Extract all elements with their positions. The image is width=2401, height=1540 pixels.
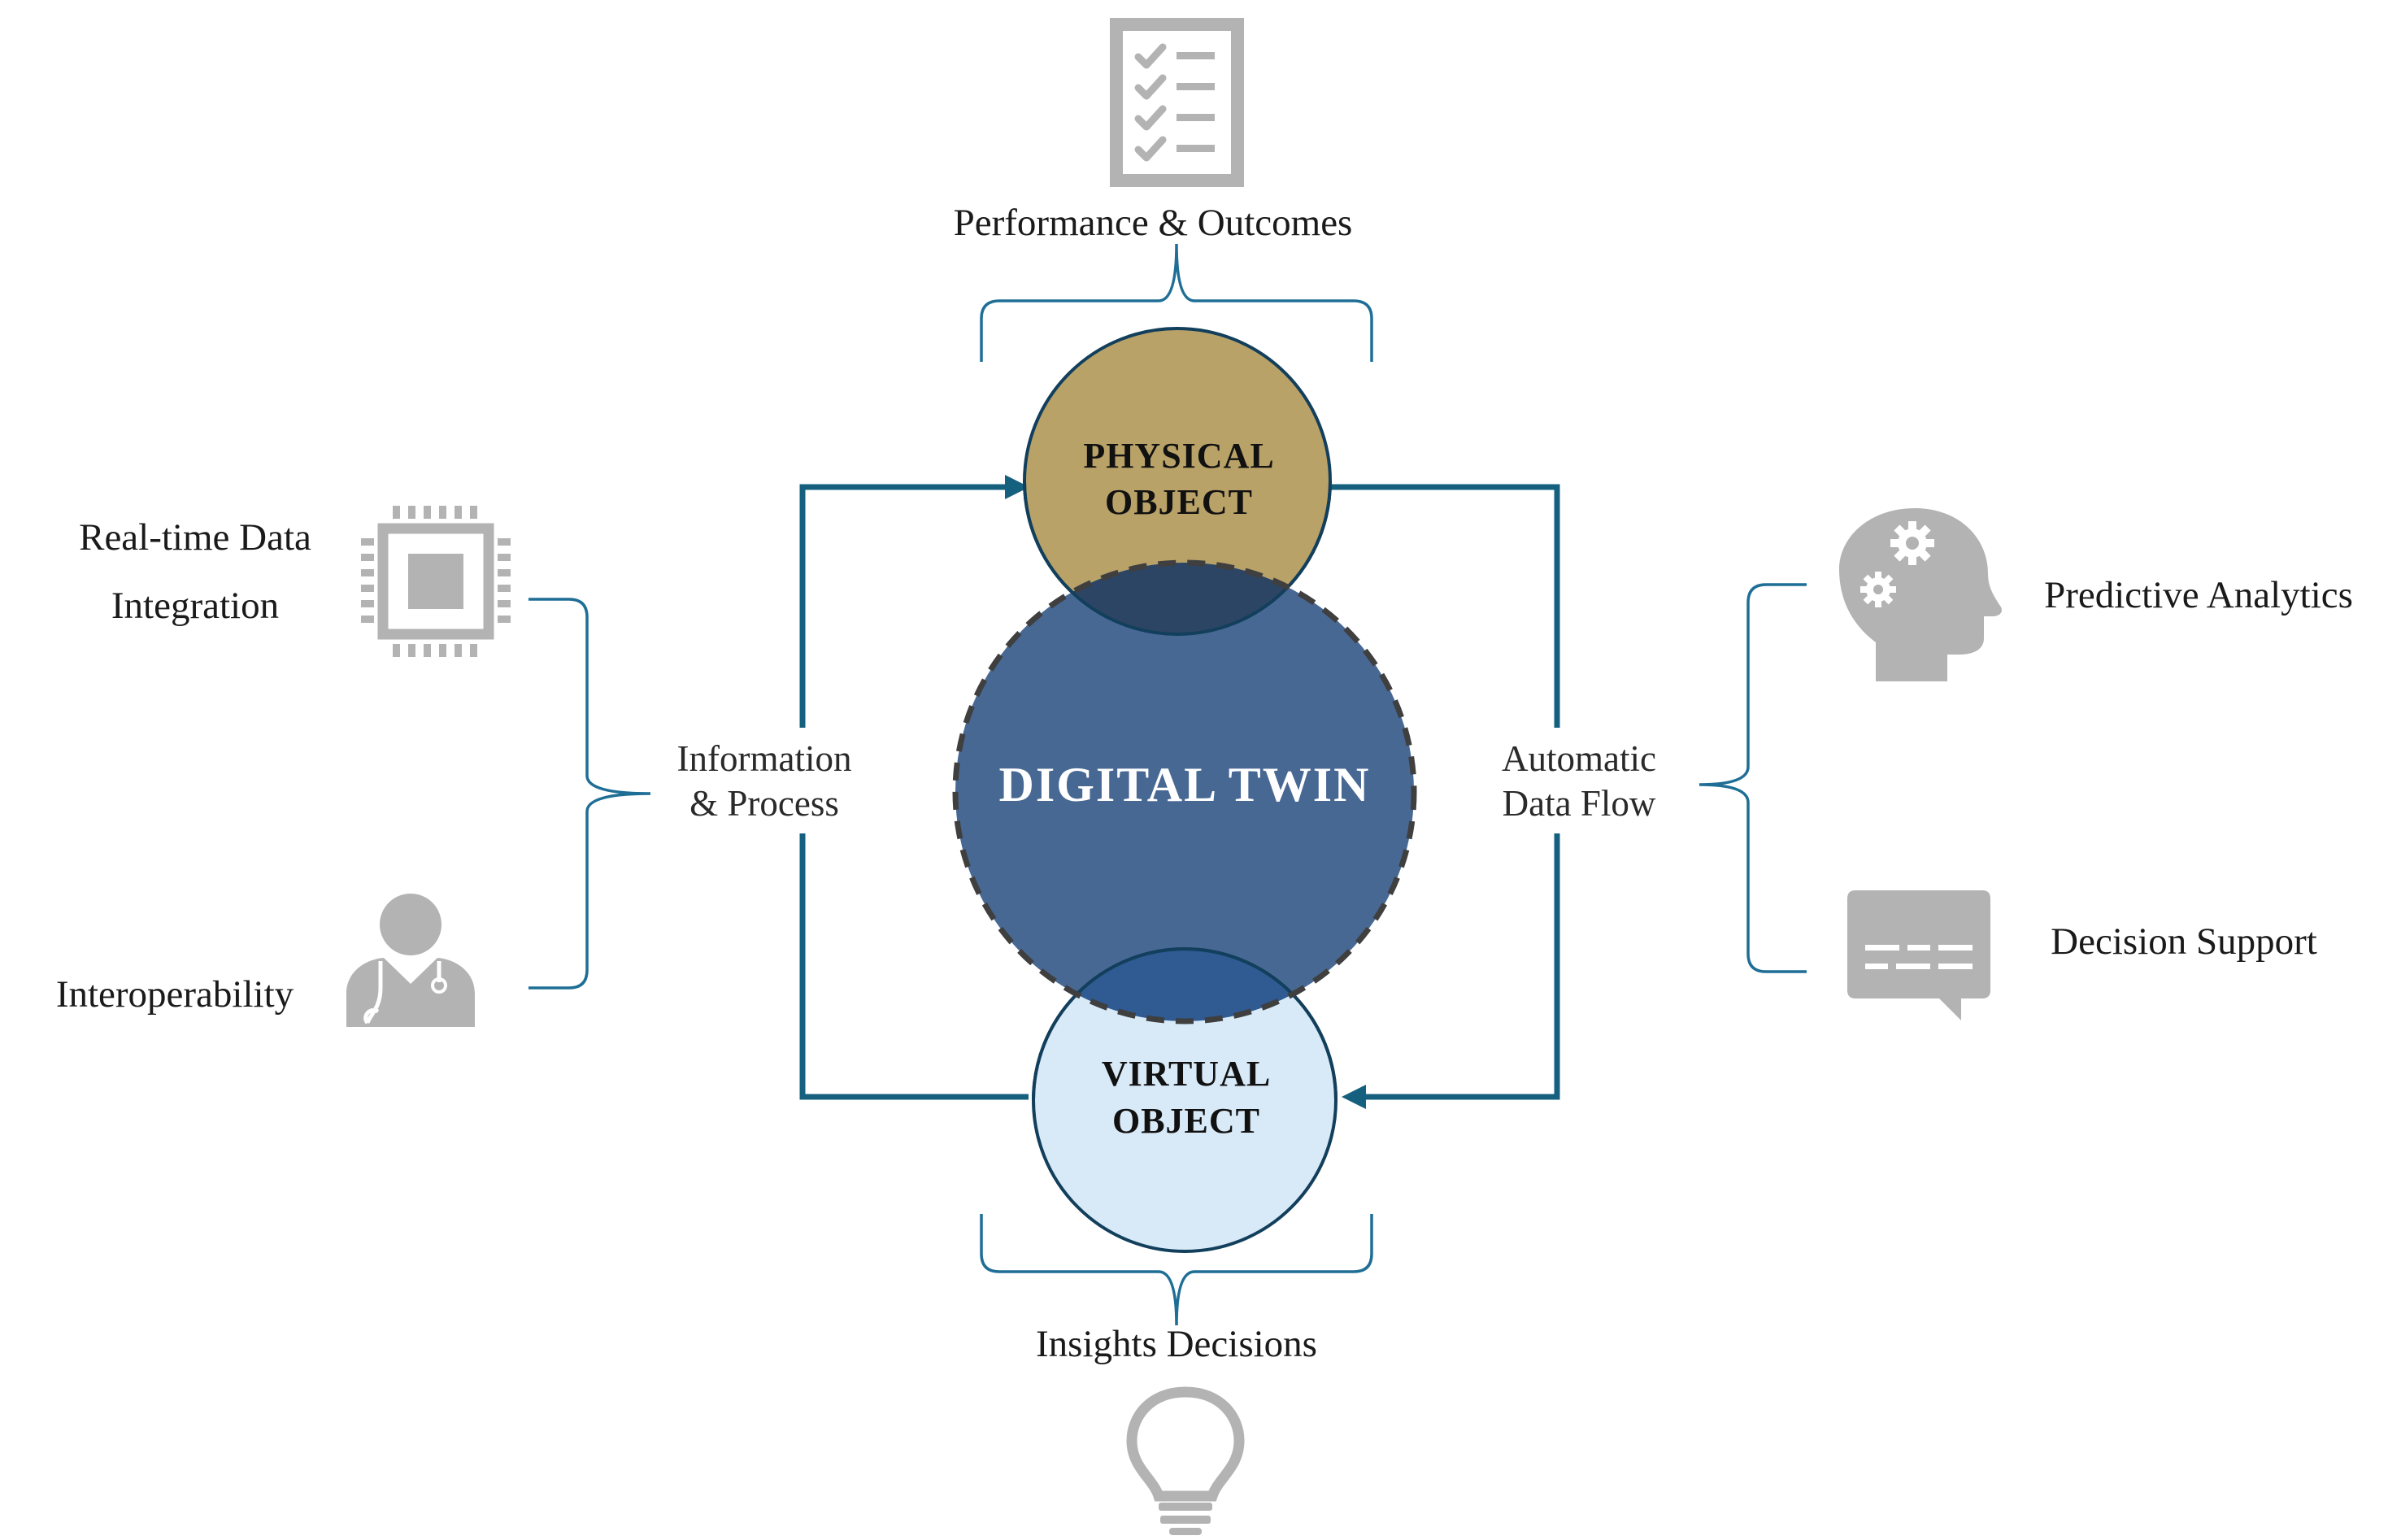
information-process-label-1: Information <box>677 738 852 779</box>
virtual-outline-upper <box>1032 947 1338 1101</box>
predictive-analytics-label: Predictive Analytics <box>2044 574 2353 616</box>
lightbulb-icon <box>1126 1386 1245 1535</box>
physical-outline-lower <box>1023 481 1332 636</box>
virtual-object-label-2: OBJECT <box>1112 1101 1260 1141</box>
right-bracket <box>1699 583 1807 973</box>
top-bracket <box>980 243 1373 362</box>
arrow-to-virtual <box>1342 1085 1366 1109</box>
physical-object-label-2: OBJECT <box>1105 482 1253 522</box>
circles <box>952 327 1417 1253</box>
digital-twin-dashed-outline <box>952 559 1417 1024</box>
left-bracket <box>528 598 651 990</box>
arrow-to-physical <box>1005 475 1029 499</box>
doctor-icon <box>346 894 475 1027</box>
automatic-data-flow-label-1: Automatic <box>1502 738 1656 779</box>
decision-support-label: Decision Support <box>2051 920 2317 963</box>
checklist-icon <box>1110 18 1244 187</box>
chat-bubble-icon <box>1847 890 1990 1020</box>
information-process-label-2: & Process <box>689 783 839 824</box>
physical-object-label-1: PHYSICAL <box>1083 436 1274 476</box>
bottom-bracket <box>980 1214 1373 1326</box>
microchip-icon <box>361 506 511 657</box>
interoperability-label: Interoperability <box>56 973 294 1016</box>
automatic-data-flow-label-2: Data Flow <box>1503 783 1656 824</box>
digital-twin-label: DIGITAL TWIN <box>999 758 1371 811</box>
performance-outcomes-label: Performance & Outcomes <box>954 202 1353 244</box>
integration-label: Integration <box>111 585 279 627</box>
insights-decisions-label: Insights Decisions <box>1036 1323 1317 1365</box>
digital-twin-circle <box>955 563 1414 1021</box>
virtual-object-label-1: VIRTUAL <box>1102 1054 1271 1094</box>
real-time-data-label: Real-time Data <box>79 516 311 559</box>
head-gears-icon <box>1839 508 2002 681</box>
